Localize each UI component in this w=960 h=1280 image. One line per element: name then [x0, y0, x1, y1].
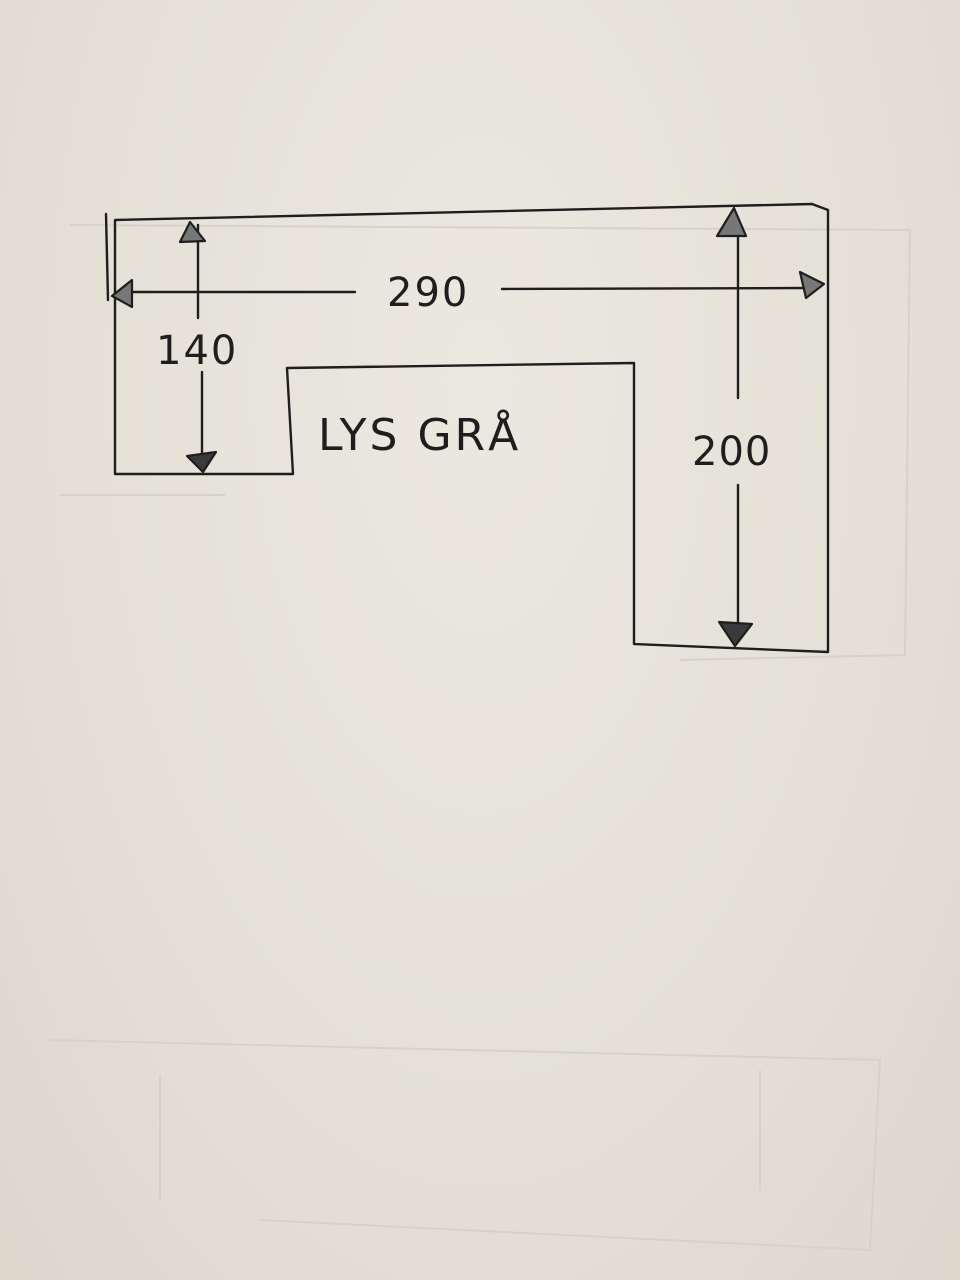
right-depth-label: 200 — [692, 429, 771, 475]
right-depth-arrow-top — [715, 206, 748, 238]
left-depth-arrow-top — [178, 220, 207, 244]
top-width-line-right — [500, 286, 810, 291]
top-width-arrow-left — [110, 278, 134, 309]
left-depth-arrow-bottom — [185, 450, 218, 474]
color-label: LYS GRÅ — [318, 408, 521, 461]
top-width-arrow-right — [798, 270, 826, 300]
sofa-outline — [113, 202, 830, 654]
left-depth-label: 140 — [156, 328, 238, 374]
sofa-outline-left-edge — [104, 212, 110, 302]
top-width-label: 290 — [387, 270, 469, 316]
right-depth-arrow-bottom — [717, 620, 754, 648]
paper-impressions — [49, 224, 912, 1252]
